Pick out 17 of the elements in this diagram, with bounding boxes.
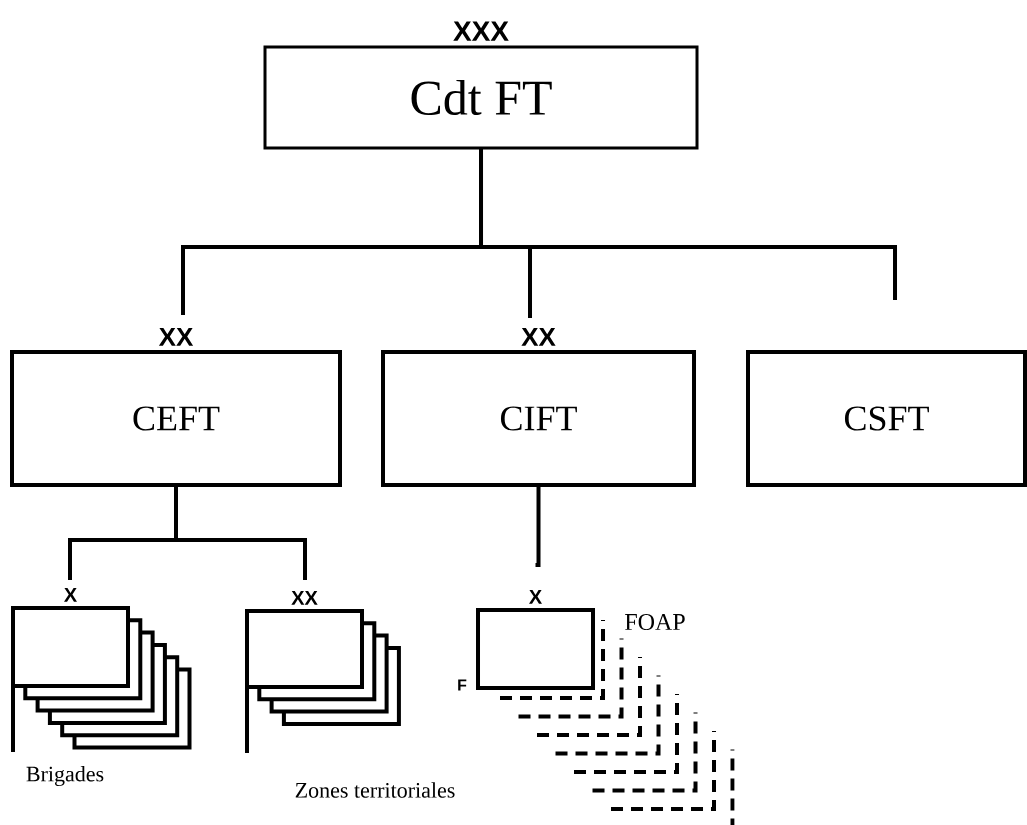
unit-box: Cdt FT <box>263 45 699 150</box>
unit-caption: FOAP <box>625 613 685 631</box>
connector-line <box>174 485 307 580</box>
unit-box: CSFT <box>746 350 1027 487</box>
connector-line <box>535 485 541 567</box>
area-caption: Zones territoriales <box>295 782 455 798</box>
connector-line <box>479 148 897 300</box>
unit-box: CIFT <box>381 350 696 487</box>
echelon-mark: X <box>64 588 77 602</box>
unit-box: CEFT <box>10 350 342 487</box>
unit-caption: Brigades <box>26 766 104 786</box>
echelon-mark: XXX <box>453 21 509 41</box>
echelon-mark: XX <box>521 327 556 346</box>
echelon-mark: X <box>529 590 542 604</box>
echelon-mark: XX <box>291 591 318 605</box>
echelon-mark: XX <box>158 327 194 346</box>
unit-caption: F <box>458 679 467 691</box>
